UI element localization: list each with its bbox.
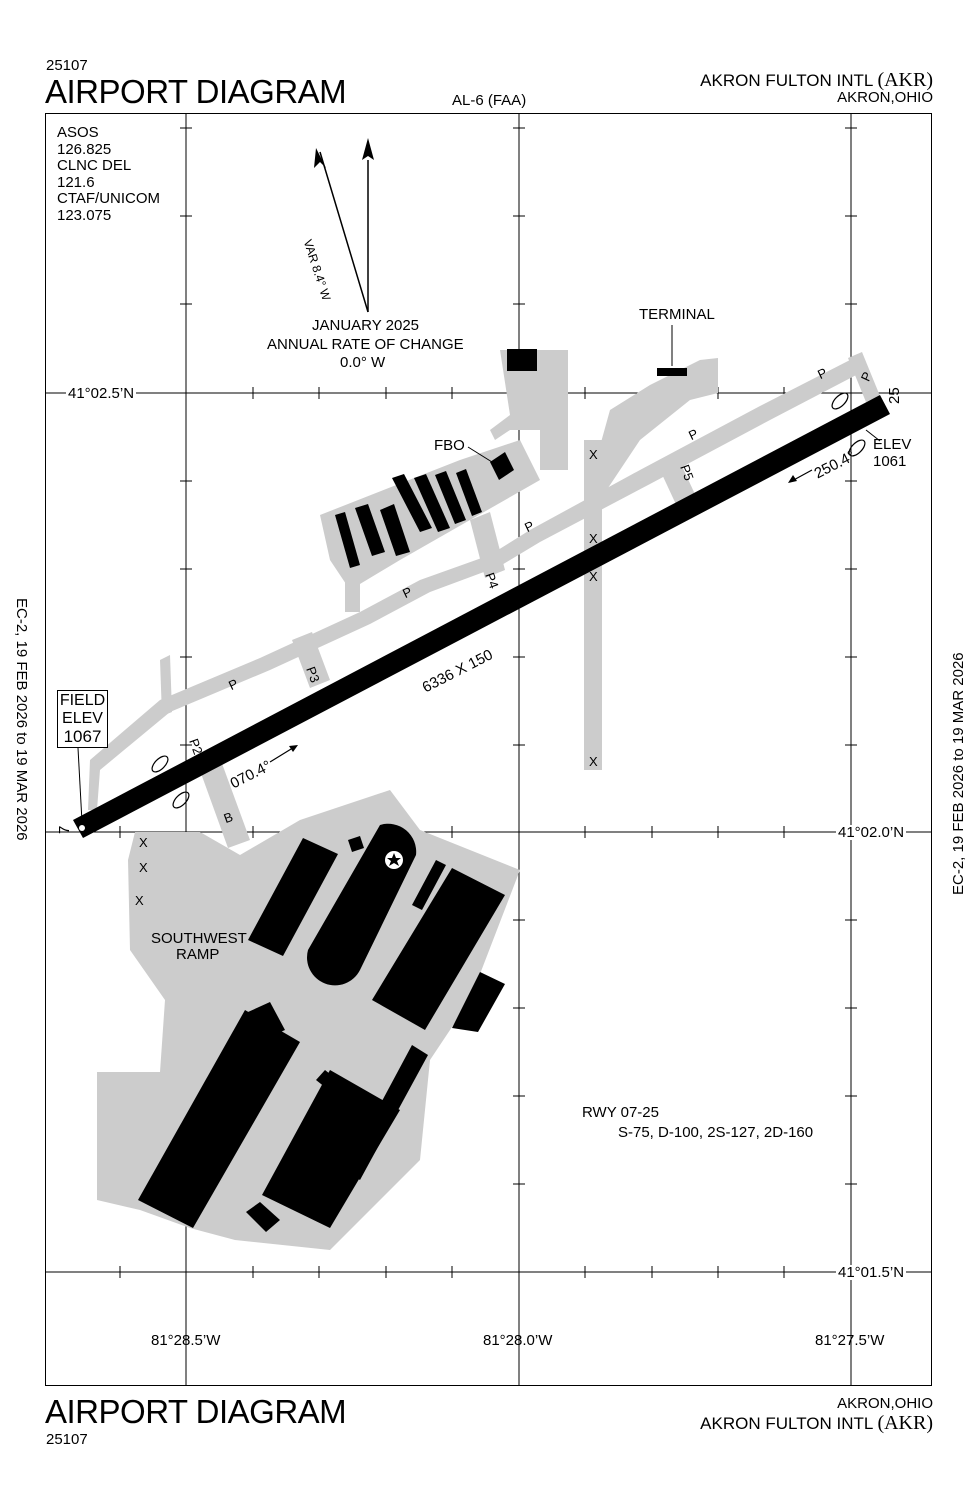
closed-mark: X <box>589 447 598 462</box>
taxiway-p3 <box>292 632 330 688</box>
taxiway-p <box>88 360 862 810</box>
chart-series: AL-6 (FAA) <box>452 92 527 109</box>
taxiway-b <box>198 758 250 848</box>
latitude-label-bottom: 41°01.5’N <box>836 1264 907 1281</box>
closed-mark: X <box>589 531 598 546</box>
star-icon <box>387 853 401 866</box>
fbo-hangars <box>335 469 482 568</box>
taxiway-25-stub <box>848 352 880 402</box>
hot-spots <box>151 392 866 809</box>
footer-chart-number: 25107 <box>46 1431 88 1448</box>
footer-airport-name: AKRON FULTON INTL (AKR) <box>700 1413 933 1433</box>
clearance-delivery-label: CLNC DEL <box>57 157 132 174</box>
terminal-apron <box>585 358 718 500</box>
runway-07-25 <box>73 395 890 838</box>
runway-strength-values: S-75, D-100, 2S-127, 2D-160 <box>618 1124 814 1141</box>
runway-end-7-label: 7 <box>56 825 73 834</box>
effective-dates-right: EC-2, 19 FEB 2026 to 19 MAR 2026 <box>950 652 967 895</box>
variation-date: JANUARY 2025 <box>312 317 420 334</box>
southwest-buildings <box>138 823 505 1232</box>
page-title: AIRPORT DIAGRAM <box>45 73 347 110</box>
field-elevation-box: FIELD ELEV 1067 <box>57 690 108 748</box>
effective-dates-left: EC-2, 19 FEB 2026 to 19 MAR 2026 <box>13 598 30 841</box>
southwest-ramp-label-2: RAMP <box>176 946 220 963</box>
terminal-building <box>657 368 687 376</box>
asos-label: ASOS <box>57 124 99 141</box>
footer-airport-name-text: AKRON FULTON INTL <box>700 1414 873 1433</box>
airport-name-header: AKRON FULTON INTL (AKR) <box>700 70 933 90</box>
longitude-label-mid: 81°28.0’W <box>483 1332 553 1349</box>
footer-title: AIRPORT DIAGRAM <box>45 1393 347 1430</box>
runway-end-25-label: 25 <box>886 387 903 404</box>
terminal-label: TERMINAL <box>639 306 715 323</box>
north-apron <box>490 350 568 470</box>
map-frame <box>45 113 932 1386</box>
chart-number: 25107 <box>46 57 88 74</box>
taxiway-p4 <box>470 512 505 578</box>
elevation-25-label: ELEV <box>873 436 912 453</box>
annual-rate-value: 0.0° W <box>340 354 386 371</box>
runway-07-threshold-dot <box>79 825 85 831</box>
closed-mark: X <box>139 835 148 850</box>
airport-id: (AKR) <box>877 69 933 91</box>
footer-airport-id: (AKR) <box>877 1412 933 1434</box>
closed-mark: X <box>589 754 598 769</box>
annual-rate-label: ANNUAL RATE OF CHANGE <box>267 336 464 353</box>
airport-name: AKRON FULTON INTL <box>700 71 873 90</box>
field-elevation-line2: ELEV <box>62 710 103 727</box>
southwest-ramp-label-1: SOUTHWEST <box>151 930 247 947</box>
closed-mark: X <box>139 860 148 875</box>
closed-mark: X <box>135 893 144 908</box>
ctaf-unicom-label: CTAF/UNICOM <box>57 190 161 207</box>
fbo-connector <box>345 575 360 612</box>
north-arrow <box>314 138 374 313</box>
closed-taxiway-x <box>584 440 602 770</box>
elevation-25-value: 1061 <box>873 453 907 470</box>
north-building <box>507 349 537 371</box>
field-elevation-line1: FIELD <box>59 692 106 709</box>
taxiway-p2 <box>160 655 172 716</box>
ctaf-unicom-frequency: 123.075 <box>57 207 112 224</box>
fbo-building <box>490 452 514 480</box>
location-header: AKRON,OHIO <box>837 89 933 106</box>
asos-frequency: 126.825 <box>57 141 112 158</box>
footer-location: AKRON,OHIO <box>837 1395 933 1412</box>
heading-arrows <box>269 469 813 763</box>
clearance-delivery-frequency: 121.6 <box>57 174 95 191</box>
latitude-label-mid: 41°02.0’N <box>836 824 907 841</box>
fbo-label: FBO <box>434 437 465 454</box>
closed-mark: X <box>589 569 598 584</box>
pointer-lines <box>77 325 881 823</box>
longitude-label-right: 81°27.5’W <box>815 1332 885 1349</box>
field-elevation-value: 1067 <box>63 727 102 746</box>
latitude-label-top: 41°02.5’N <box>66 385 137 402</box>
longitude-label-left: 81°28.5’W <box>151 1332 221 1349</box>
runway-strength-title: RWY 07-25 <box>582 1104 659 1121</box>
